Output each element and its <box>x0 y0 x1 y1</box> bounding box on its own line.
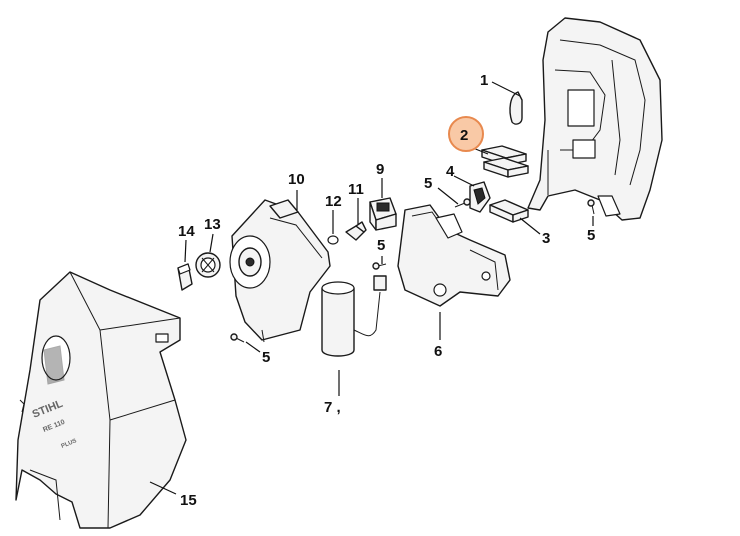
part-1-frame[interactable] <box>509 17 663 221</box>
callout-2[interactable]: 2 <box>460 127 468 144</box>
callout-5-left[interactable]: 5 <box>262 349 270 366</box>
part-11-connector[interactable] <box>345 221 367 241</box>
callout-6[interactable]: 6 <box>434 343 442 360</box>
leader-13 <box>209 233 214 253</box>
leader-4 <box>453 175 475 187</box>
part-12-o-ring[interactable] <box>327 235 339 245</box>
callout-5-mid[interactable]: 5 <box>377 237 385 254</box>
leader-15 <box>149 481 177 495</box>
callout-5-center[interactable]: 5 <box>424 175 432 192</box>
callout-4[interactable]: 4 <box>446 163 455 180</box>
leader-lines <box>149 81 594 495</box>
callout-1[interactable]: 1 <box>480 72 488 89</box>
part-9-switch[interactable] <box>369 197 397 231</box>
part-15-cover[interactable] <box>15 271 187 529</box>
callout-13[interactable]: 13 <box>204 216 221 233</box>
part-10-motor-housing[interactable] <box>229 199 331 343</box>
screw-5-mid[interactable] <box>372 262 387 270</box>
screw-5-center[interactable] <box>454 198 471 208</box>
callout-15[interactable]: 15 <box>180 492 197 509</box>
leader-5d <box>245 341 261 353</box>
part-6-plate[interactable] <box>397 204 511 307</box>
callout-11[interactable]: 11 <box>348 181 364 198</box>
leader-3 <box>519 217 541 235</box>
part-7-capacitor[interactable] <box>321 275 387 357</box>
part-2-pads[interactable] <box>481 145 529 178</box>
callout-5-right[interactable]: 5 <box>587 227 595 244</box>
callout-9[interactable]: 9 <box>376 161 384 178</box>
screw-5-right[interactable] <box>587 199 595 215</box>
part-14-knob[interactable] <box>177 263 193 291</box>
callout-3[interactable]: 3 <box>542 230 550 247</box>
leader-1 <box>491 81 521 97</box>
callout-14[interactable]: 14 <box>178 223 195 240</box>
leader-5a <box>437 187 459 205</box>
leader-14 <box>184 239 187 263</box>
part-4-clip[interactable] <box>469 181 491 213</box>
part-3-pads[interactable] <box>489 199 529 223</box>
part-13-cap[interactable] <box>195 252 221 278</box>
callout-10[interactable]: 10 <box>288 171 305 188</box>
variant-text: PLUS <box>61 438 78 450</box>
highlight-circle-part-2 <box>448 116 484 152</box>
callout-7[interactable]: 7 , <box>324 399 341 416</box>
screw-5-left[interactable] <box>230 333 245 343</box>
callout-12[interactable]: 12 <box>325 193 342 210</box>
